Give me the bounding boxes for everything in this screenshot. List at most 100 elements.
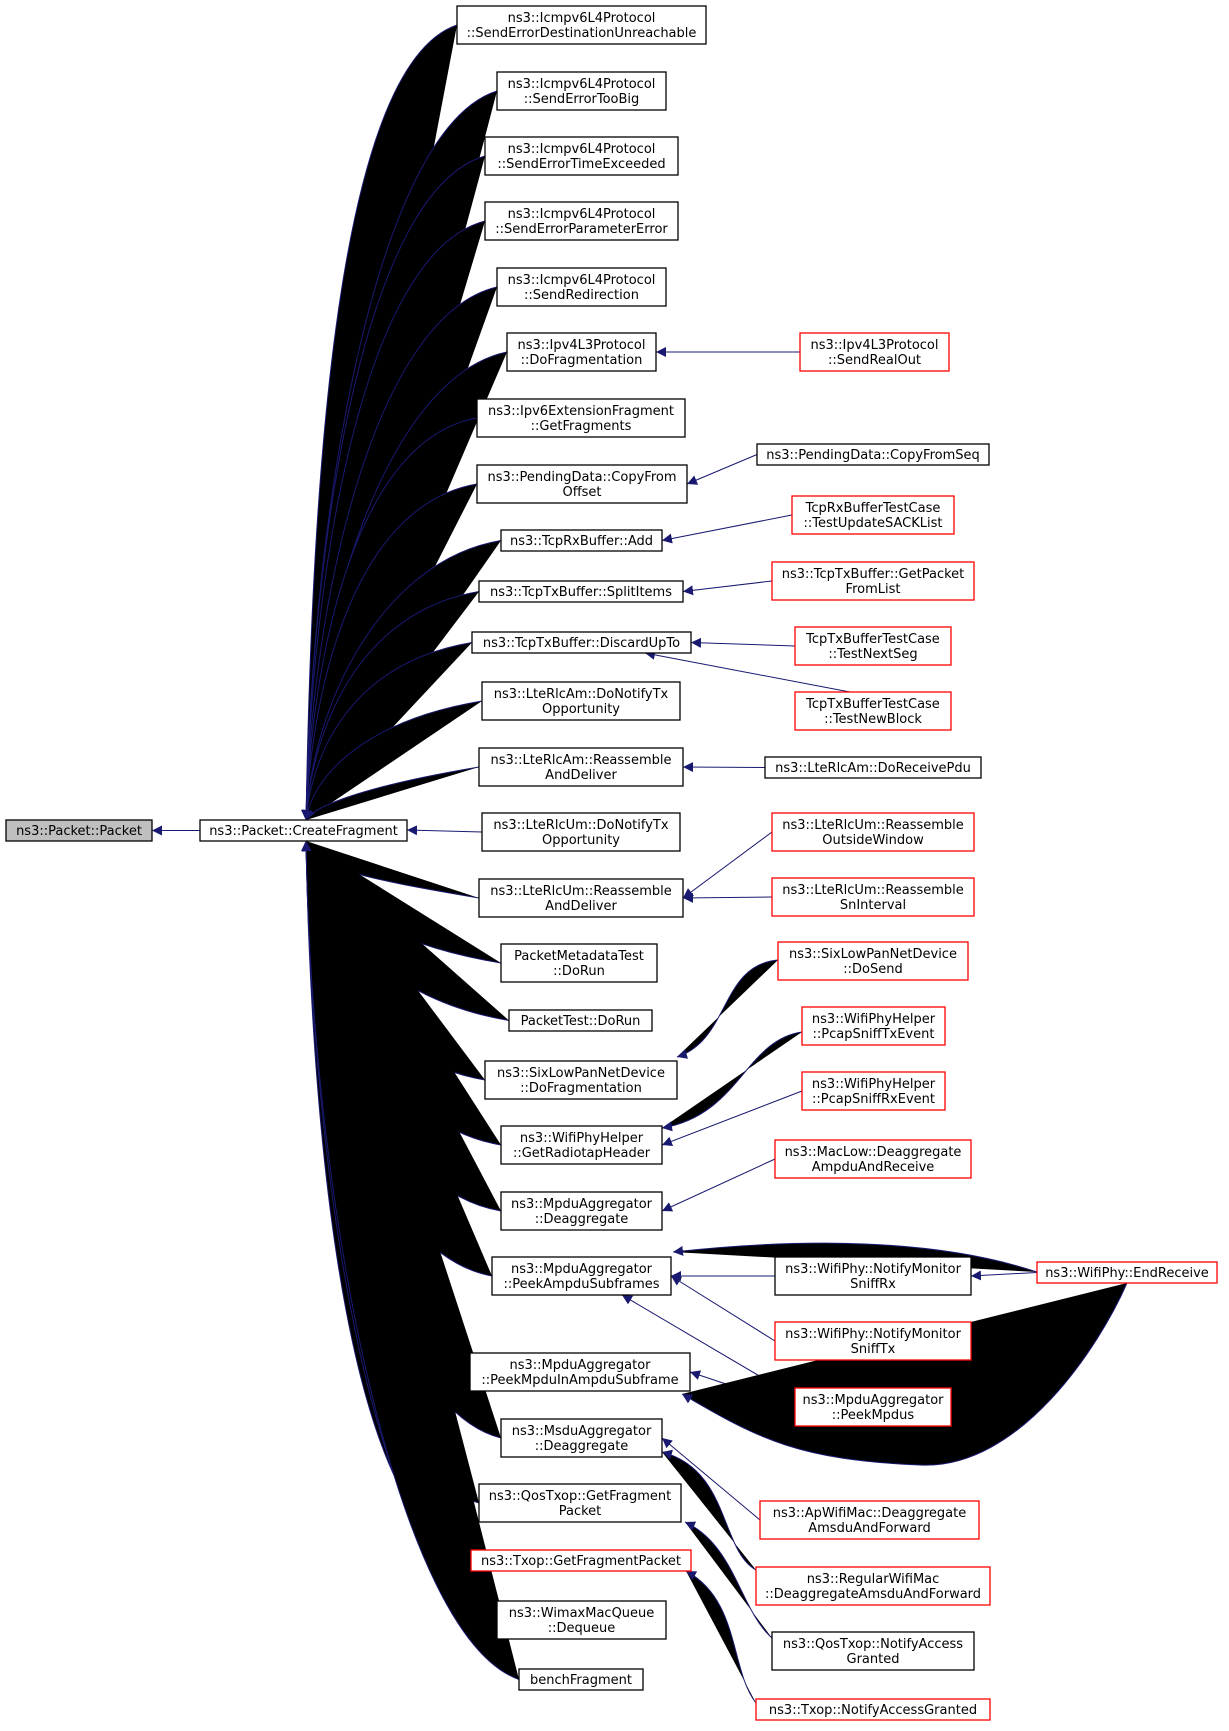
- node-wifihelper-rx[interactable]: ns3::WifiPhyHelper::PcapSniffRxEvent: [801, 1071, 946, 1111]
- node-box: [777, 941, 969, 981]
- node-label-line: ns3::MacLow::Deaggregate: [785, 1145, 962, 1160]
- node-label-line: ::DoSend: [843, 962, 902, 977]
- node-label-line: ns3::PendingData::CopyFromSeq: [766, 448, 980, 463]
- node-box: [774, 1139, 972, 1179]
- node-box: [456, 5, 707, 45]
- node-icmp-dest[interactable]: ns3::Icmpv6L4Protocol::SendErrorDestinat…: [456, 5, 707, 45]
- node-tcptx-testnextseg[interactable]: TcpTxBufferTestCase::TestNextSeg: [794, 626, 952, 666]
- node-pending-copyfromseq[interactable]: ns3::PendingData::CopyFromSeq: [756, 443, 990, 466]
- edge-regularwifi-deagg-to-msdu-deagg: [661, 1449, 757, 1571]
- node-label-line: ns3::Packet::CreateFragment: [209, 824, 398, 839]
- edge-wifiphy-montx-to-mpdu-peekampdu: [670, 1275, 776, 1342]
- node-icmp-toobig[interactable]: ns3::Icmpv6L4Protocol::SendErrorTooBig: [496, 71, 667, 111]
- node-mpdu-peekmpdus[interactable]: ns3::MpduAggregator::PeekMpdus: [794, 1387, 952, 1427]
- node-pt-dorun[interactable]: PacketTest::DoRun: [508, 1009, 653, 1032]
- node-label-line: ns3::RegularWifiMac: [807, 1572, 940, 1587]
- edge-qostxop-notify-to-qostxop-getfrag: [684, 1521, 773, 1639]
- node-tcprx-testsack[interactable]: TcpRxBufferTestCase::TestUpdateSACKList: [791, 495, 955, 535]
- node-wifiphy-endreceive[interactable]: ns3::WifiPhy::EndReceive: [1036, 1261, 1218, 1284]
- node-tcptx-discard[interactable]: ns3::TcpTxBuffer::DiscardUpTo: [471, 631, 692, 654]
- edges-layer: [152, 24, 1128, 1704]
- node-box: [801, 1006, 946, 1046]
- node-icmp-param[interactable]: ns3::Icmpv6L4Protocol::SendErrorParamete…: [484, 201, 679, 241]
- node-box: [794, 691, 952, 731]
- node-wimax-dequeue[interactable]: ns3::WimaxMacQueue::Dequeue: [496, 1600, 667, 1640]
- node-txop-notify[interactable]: ns3::Txop::NotifyAccessGranted: [755, 1698, 991, 1721]
- node-packet[interactable]: ns3::Packet::Packet: [5, 819, 153, 842]
- node-qostxop-notify[interactable]: ns3::QosTxop::NotifyAccessGranted: [771, 1631, 975, 1671]
- node-label-line: ns3::WifiPhy::NotifyMonitor: [785, 1327, 961, 1342]
- node-wifihelper-radiotap[interactable]: ns3::WifiPhyHelper::GetRadiotapHeader: [500, 1125, 663, 1165]
- node-box: [771, 812, 975, 852]
- node-pmt-dorun[interactable]: PacketMetadataTest::DoRun: [500, 943, 658, 983]
- node-box: [491, 1256, 672, 1296]
- node-label-line: ns3::Ipv6ExtensionFragment: [488, 404, 674, 419]
- node-benchfragment[interactable]: benchFragment: [518, 1668, 644, 1691]
- node-box: [755, 1566, 991, 1606]
- node-label-line: ::Deaggregate: [535, 1439, 629, 1454]
- node-box: [484, 201, 679, 241]
- node-label-line: benchFragment: [530, 1673, 632, 1688]
- node-msdu-deagg[interactable]: ns3::MsduAggregator::Deaggregate: [500, 1418, 663, 1458]
- node-qostxop-getfrag[interactable]: ns3::QosTxop::GetFragmentPacket: [478, 1483, 682, 1523]
- node-icmp-redir[interactable]: ns3::Icmpv6L4Protocol::SendRedirection: [496, 267, 667, 307]
- node-mpdu-deagg[interactable]: ns3::MpduAggregator::Deaggregate: [500, 1191, 663, 1231]
- node-label-line: ns3::LteRlcAm::DoReceivePdu: [775, 761, 971, 776]
- node-label-line: ns3::LteRlcUm::DoNotifyTx: [493, 818, 668, 833]
- edge-tcprx-testsack-to-tcprx-add: [661, 514, 793, 544]
- node-label-line: ns3::LteRlcAm::DoNotifyTx: [494, 687, 669, 702]
- node-tcprx-add[interactable]: ns3::TcpRxBuffer::Add: [500, 529, 663, 552]
- node-label-line: FromList: [846, 582, 901, 597]
- node-box: [478, 580, 684, 603]
- node-box: [471, 631, 692, 654]
- node-label-line: ns3::MpduAggregator: [509, 1358, 651, 1373]
- node-label-line: ns3::WifiPhyHelper: [520, 1131, 644, 1146]
- node-box: [476, 464, 688, 504]
- node-label-line: ns3::TcpTxBuffer::DiscardUpTo: [483, 636, 680, 651]
- node-mpdu-peekmpduin[interactable]: ns3::MpduAggregator::PeekMpduInAmpduSubf…: [469, 1352, 691, 1392]
- node-box: [496, 267, 667, 307]
- edge-benchfragment-to-createfragment: [301, 840, 520, 1680]
- edge-txop-notify-to-txop-getfrag: [685, 1570, 757, 1704]
- node-wifihelper-tx[interactable]: ns3::WifiPhyHelper::PcapSniffTxEvent: [801, 1006, 946, 1046]
- node-label-line: ns3::Icmpv6L4Protocol: [508, 11, 656, 26]
- node-apwifi-deagg[interactable]: ns3::ApWifiMac::DeaggregateAmsduAndForwa…: [759, 1500, 980, 1540]
- node-icmp-time[interactable]: ns3::Icmpv6L4Protocol::SendErrorTimeExce…: [484, 136, 679, 176]
- node-label-line: ::Deaggregate: [535, 1212, 629, 1227]
- edge-wifiphy-endreceive-to-mpdu-peekmpduin: [681, 1282, 1128, 1466]
- node-ipv6-getfrag[interactable]: ns3::Ipv6ExtensionFragment::GetFragments: [476, 398, 686, 438]
- node-tcptx-split[interactable]: ns3::TcpTxBuffer::SplitItems: [478, 580, 684, 603]
- node-sixlow-frag[interactable]: ns3::SixLowPanNetDevice::DoFragmentation: [484, 1060, 678, 1100]
- node-regularwifi-deagg[interactable]: ns3::RegularWifiMac::DeaggregateAmsduAnd…: [755, 1566, 991, 1606]
- node-box: [756, 443, 990, 466]
- edge-sixlow-dosend-to-sixlow-frag: [676, 959, 779, 1059]
- edge-lterlcum-sninterval-to-lterlcum-reassemble: [682, 892, 773, 903]
- node-ipv4-dofrag[interactable]: ns3::Ipv4L3Protocol::DoFragmentation: [506, 332, 657, 372]
- node-label-line: ns3::WimaxMacQueue: [509, 1606, 655, 1621]
- node-lterlcam-receivepdu[interactable]: ns3::LteRlcAm::DoReceivePdu: [764, 756, 982, 779]
- node-tcptx-testnewblock[interactable]: TcpTxBufferTestCase::TestNewBlock: [794, 691, 952, 731]
- node-label-line: ::TestNewBlock: [824, 712, 922, 727]
- node-label-line: ::GetFragments: [531, 419, 632, 434]
- node-label-line: ::SendErrorParameterError: [495, 222, 668, 237]
- node-ipv4-sendrealout[interactable]: ns3::Ipv4L3Protocol::SendRealOut: [799, 332, 950, 372]
- node-label-line: ns3::LteRlcUm::Reassemble: [782, 818, 964, 833]
- node-mpdu-peekampdu[interactable]: ns3::MpduAggregator::PeekAmpduSubframes: [491, 1256, 672, 1296]
- node-label-line: ns3::TcpRxBuffer::Add: [510, 534, 653, 549]
- node-createfragment[interactable]: ns3::Packet::CreateFragment: [199, 819, 408, 842]
- node-label-line: ::PcapSniffTxEvent: [813, 1027, 935, 1042]
- node-label-line: ns3::LteRlcUm::Reassemble: [782, 883, 964, 898]
- node-sixlow-dosend[interactable]: ns3::SixLowPanNetDevice::DoSend: [777, 941, 969, 981]
- node-txop-getfrag[interactable]: ns3::Txop::GetFragmentPacket: [470, 1549, 692, 1572]
